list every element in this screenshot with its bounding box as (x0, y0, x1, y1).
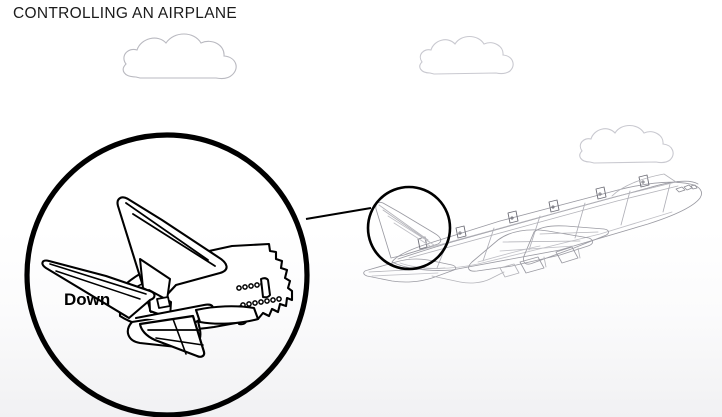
wing-fairing (477, 245, 541, 263)
cloud-3 (579, 124, 674, 164)
tail-cone (194, 305, 260, 325)
magnifier-ring (24, 132, 310, 417)
apu-detail (156, 296, 171, 309)
horizontal-stabilizer-left (41, 259, 156, 320)
cockpit-windows (675, 184, 698, 193)
magnified-tail-drawing (41, 196, 294, 358)
upper-deck (611, 173, 677, 197)
fuselage-doors (417, 174, 650, 250)
wings (468, 225, 609, 272)
down-annotation-label: Down (64, 290, 111, 309)
elevator-down-surface (138, 314, 206, 358)
page-title: CONTROLLING AN AIRPLANE (13, 5, 237, 22)
cloud-1 (122, 33, 237, 80)
fuselage-outline (391, 180, 702, 271)
engines (499, 246, 581, 278)
cloud-2 (419, 35, 514, 75)
